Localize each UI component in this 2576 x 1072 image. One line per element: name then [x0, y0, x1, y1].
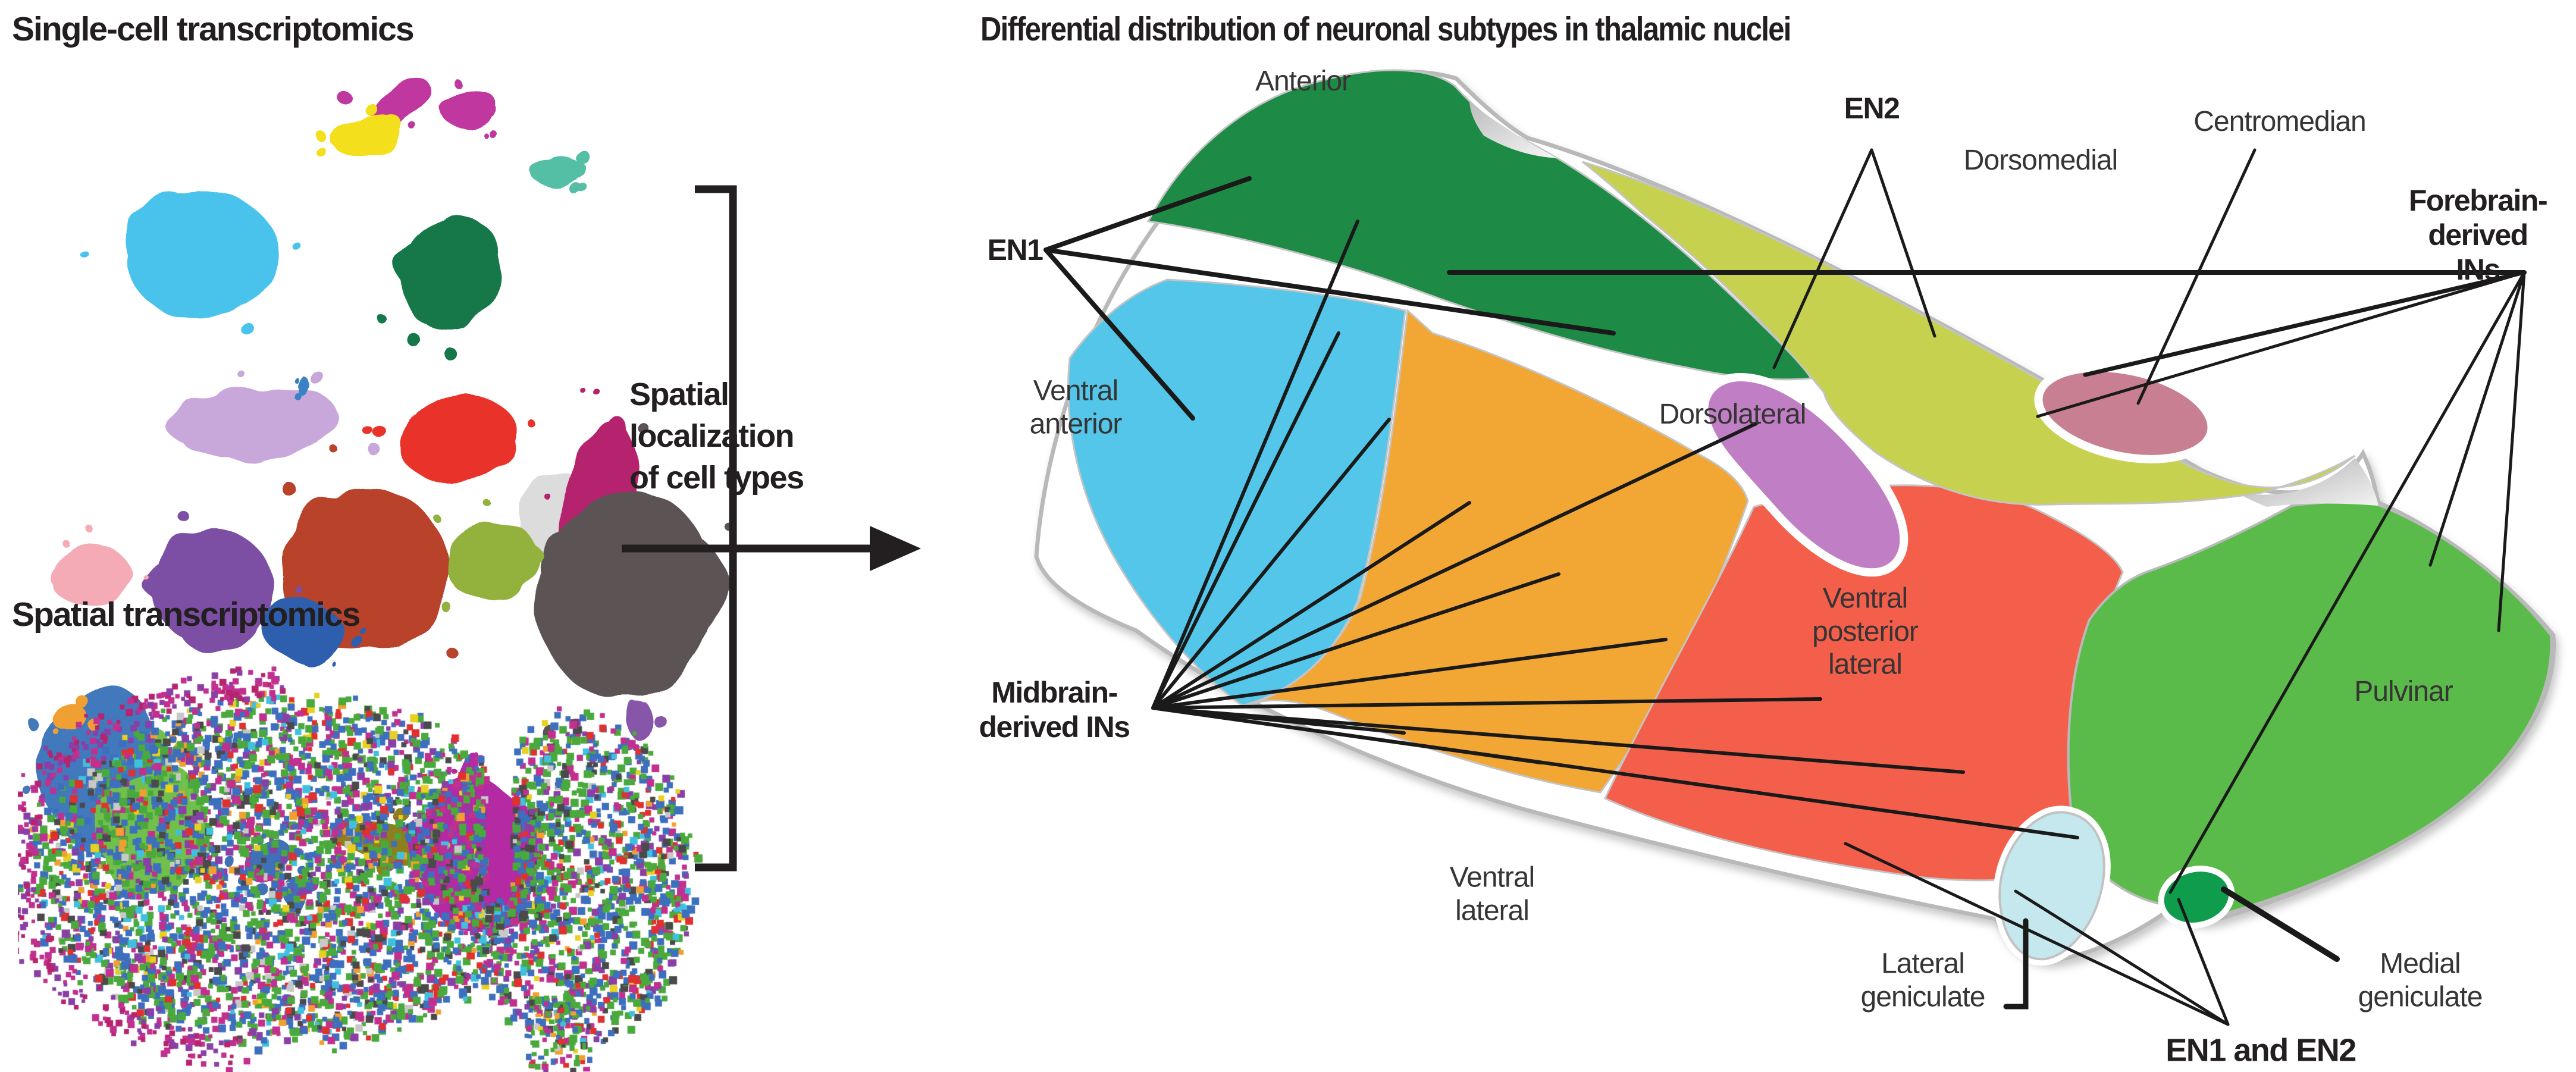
- diagram-title: Differential distribution of neuronal su…: [980, 10, 1791, 48]
- label-en1-and-en2: EN1 and EN2: [2166, 1032, 2356, 1068]
- label-medial-geniculate: Medial geniculate: [2358, 948, 2483, 1013]
- label-en2: EN2: [1844, 92, 1900, 125]
- fold-shading: [2237, 458, 2378, 507]
- umap-cluster: [162, 371, 378, 462]
- label-dorsolateral: Dorsolateral: [1659, 399, 1807, 431]
- label-centromedian: Centromedian: [2193, 106, 2366, 138]
- umap-cluster: [438, 500, 543, 612]
- umap-cluster: [534, 149, 589, 195]
- umap-cluster: [48, 525, 146, 606]
- label-ventral-posterior-lateral: Ventral posterior lateral: [1812, 582, 1919, 681]
- centromedian-leader-line: [2136, 148, 2257, 405]
- umap-cluster: [379, 215, 502, 361]
- spatial-panel-title: Spatial transcriptomics: [12, 595, 361, 634]
- en1-en2-leader-lines: [1844, 842, 2230, 1026]
- label-ventral-lateral: Ventral lateral: [1449, 861, 1535, 926]
- umap-cluster: [314, 101, 406, 157]
- umap-cluster: [81, 192, 300, 333]
- midbrain-leader-lines: [1151, 220, 2079, 839]
- transfer-label: Spatial localization of cell types: [629, 377, 804, 496]
- label-en1: EN1: [987, 233, 1043, 267]
- umap-cluster: [441, 79, 497, 136]
- label-forebrain-derived-ins: Forebrain- derived INs: [2408, 184, 2548, 286]
- umap-cluster: [280, 446, 458, 659]
- label-pulvinar: Pulvinar: [2354, 676, 2453, 708]
- lateral-geniculate-connector: [2003, 918, 2029, 1010]
- region-ventral-lateral: [1244, 308, 1749, 794]
- left-panel-title: Single-cell transcriptomics: [12, 10, 415, 48]
- region-centromedian: [2034, 363, 2216, 463]
- umap-cluster: [109, 510, 303, 655]
- label-midbrain-derived-ins: Midbrain- derived INs: [979, 676, 1130, 744]
- panel-bracket: [695, 185, 737, 872]
- label-ventral-anterior: Ventral anterior: [1029, 375, 1123, 440]
- en2-leader-lines: [1772, 148, 1936, 369]
- medial-geniculate-leader-line: [2221, 886, 2340, 962]
- umap-cluster: [294, 377, 313, 401]
- region-anterior: [1146, 69, 1813, 381]
- leader-lines: [1043, 148, 2527, 1026]
- umap-cluster: [361, 396, 535, 482]
- transfer-arrow: [622, 526, 921, 571]
- thalamus-diagram: [1034, 69, 2556, 1026]
- label-dorsomedial: Dorsomedial: [1963, 145, 2118, 177]
- umap-cluster: [259, 597, 367, 667]
- notch-shading: [1469, 102, 1557, 158]
- label-anterior: Anterior: [1255, 65, 1351, 98]
- spatial-plot: [18, 665, 714, 1072]
- region-medial-geniculate: [2158, 866, 2235, 929]
- forebrain-leader-lines: [1447, 270, 2527, 894]
- label-lateral-geniculate: Lateral geniculate: [1860, 948, 1986, 1013]
